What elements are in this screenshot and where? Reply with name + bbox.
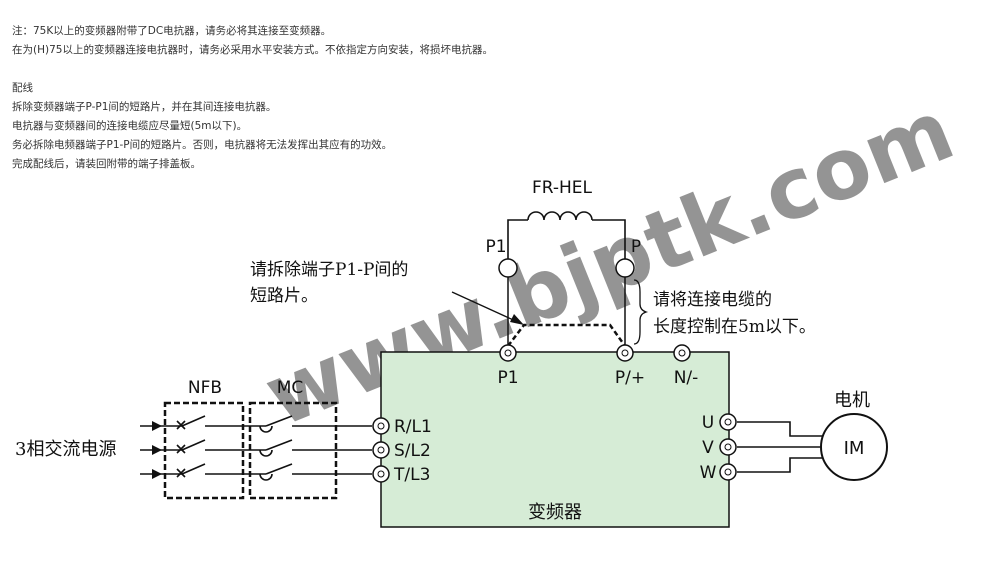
terminal-p1-label: P1 — [497, 368, 518, 388]
terminal-t-label: T/L3 — [393, 465, 430, 485]
terminal-u — [719, 413, 737, 431]
notes-panel: 注：75K以上的变频器附带了DC电抗器，请务必将其连接至变频器。 在为(H)75… — [12, 22, 493, 174]
terminal-n — [673, 344, 691, 362]
callout-arrowhead — [510, 314, 524, 325]
power-source-label: 3相交流电源 — [15, 439, 116, 460]
wiring-heading: 配线 — [12, 82, 33, 94]
note-remove-line-2: 短路片。 — [250, 286, 318, 306]
length-brace — [633, 279, 649, 345]
nfb-label: NFB — [188, 378, 222, 398]
wiring-step-4: 完成配线后，请装回附带的端子排盖板。 — [12, 158, 201, 170]
terminal-s-label: S/L2 — [394, 441, 431, 461]
terminal-u-label: U — [702, 413, 714, 433]
terminal-w-label: W — [700, 463, 717, 483]
terminal-p1 — [499, 344, 517, 362]
reactor-terminal-p1 — [498, 258, 518, 278]
callout-arrow — [451, 291, 521, 324]
reactor-p-label: P — [631, 237, 641, 257]
inverter-label: 变频器 — [528, 502, 582, 523]
reactor-label: FR-HEL — [532, 178, 593, 198]
terminal-n-label: N/- — [674, 368, 699, 388]
wiring-step-3: 务必拆除电频器端子P1-P间的短路片。否则，电抗器将无法发挥出其应有的功效。 — [12, 139, 393, 151]
terminal-p-label: P/+ — [615, 368, 645, 388]
note-line-1: 注：75K以上的变频器附带了DC电抗器，请务必将其连接至变频器。 — [12, 25, 332, 37]
inverter-box — [380, 351, 730, 528]
reactor-p1-label: P1 — [485, 237, 506, 257]
terminal-p — [616, 344, 634, 362]
note-remove-line-1: 请拆除端子P1-P间的 — [250, 260, 408, 280]
reactor-coil — [507, 211, 626, 259]
motor-symbol — [820, 413, 888, 481]
terminal-v — [719, 438, 737, 456]
wiring-step-2: 电抗器与变频器间的连接电缆应尽量短(5m以下)。 — [12, 120, 248, 132]
motor-wiring — [737, 421, 823, 473]
motor-title: 电机 — [834, 390, 870, 411]
note-cable-line-2: 长度控制在5m以下。 — [653, 317, 816, 337]
terminal-r-label: R/L1 — [394, 417, 432, 437]
terminal-s — [372, 441, 390, 459]
reactor-terminal-p — [615, 258, 635, 278]
wiring-step-1: 拆除变频器端子P-P1间的短路片，并在其间连接电抗器。 — [12, 101, 277, 113]
phase-arrowheads — [152, 421, 162, 479]
terminal-w — [719, 463, 737, 481]
terminal-r — [372, 417, 390, 435]
motor-im-label: IM — [844, 438, 865, 459]
mc-label: MC — [277, 378, 304, 398]
note-cable-line-1: 请将连接电缆的 — [653, 290, 772, 310]
note-line-2: 在为(H)75以上的变频器连接电抗器时，请务必采用水平安装方式。不依指定方向安装… — [12, 44, 493, 56]
terminal-t — [372, 465, 390, 483]
terminal-v-label: V — [702, 438, 714, 458]
